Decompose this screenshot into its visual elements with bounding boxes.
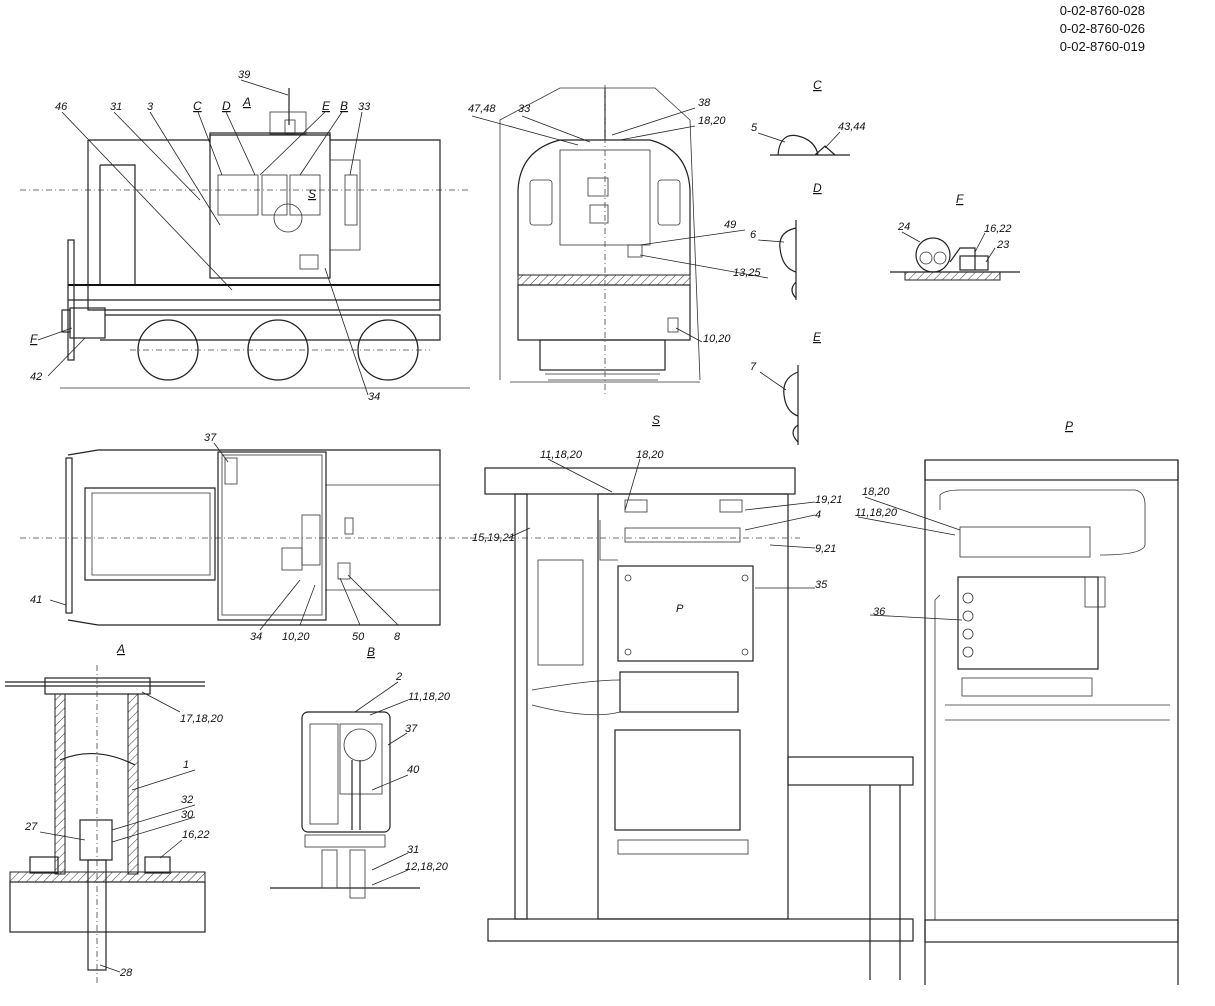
callout: 42 xyxy=(30,371,42,383)
document-number: 0-02-8760-028 xyxy=(1059,3,1145,18)
callout: 46 xyxy=(55,101,68,113)
callout: 13,25 xyxy=(733,267,761,279)
view-P: P 18,20 11,18,20 36 xyxy=(855,419,1179,985)
callout: 34 xyxy=(368,391,380,403)
callout: 33 xyxy=(518,103,531,115)
section-title: E xyxy=(813,330,822,344)
side-view xyxy=(20,88,470,389)
callout: 11,18,20 xyxy=(540,449,583,461)
callout: 33 xyxy=(358,101,371,113)
callout: 2 xyxy=(395,671,402,683)
callout: 24 xyxy=(897,221,910,233)
section-marker: S xyxy=(308,187,316,201)
section-title: A xyxy=(116,642,125,656)
callout: 38 xyxy=(698,97,711,109)
callout: 11,18,20 xyxy=(408,691,451,703)
callout: 7 xyxy=(750,361,757,373)
front-view xyxy=(499,85,701,395)
callout: 10,20 xyxy=(703,333,731,345)
callout: 17,18,20 xyxy=(180,713,224,725)
detail-D: D 6 xyxy=(750,181,822,300)
callout: 27 xyxy=(24,821,38,833)
document-number: 0-02-8760-019 xyxy=(1059,39,1145,54)
callout: 16,22 xyxy=(182,829,210,841)
callout: 12,18,20 xyxy=(405,861,449,873)
section-title: C xyxy=(813,78,822,92)
document-number: 0-02-8760-026 xyxy=(1059,21,1145,36)
callout: 3 xyxy=(147,101,154,113)
callout: 50 xyxy=(352,631,365,643)
section-marker: D xyxy=(222,99,231,113)
detail-F: F 24 16,22 23 xyxy=(890,192,1020,281)
plan-view: 37 41 34 10,20 50 8 B xyxy=(20,432,470,659)
callout: 5 xyxy=(751,122,758,134)
section-B: 2 11,18,20 37 40 31 12,18,20 xyxy=(270,671,451,899)
detail-C: C 5 43,44 xyxy=(751,78,866,156)
callout: P xyxy=(676,603,684,615)
callout: 16,22 xyxy=(984,223,1012,235)
view-S: S 11,18,20 18,20 19,21 4 15,19,21 9,21 xyxy=(470,413,914,980)
callout: 36 xyxy=(873,606,886,618)
callout: 28 xyxy=(119,967,133,979)
callout: 10,20 xyxy=(282,631,310,643)
callout: 35 xyxy=(815,579,828,591)
section-A: A 17,18,20 1 32 30 27 16,22 28 xyxy=(5,642,224,985)
callout: 8 xyxy=(394,631,401,643)
callout: 37 xyxy=(405,723,418,735)
callout: 1 xyxy=(183,759,189,771)
callout: 47,48 xyxy=(468,103,496,115)
callout: 18,20 xyxy=(698,115,726,127)
callout: 15,19,21 xyxy=(472,532,515,544)
section-marker: B xyxy=(367,645,375,659)
document-number-block: 0-02-8760-028 0-02-8760-026 0-02-8760-01… xyxy=(1060,2,1145,56)
section-marker: A xyxy=(242,95,251,109)
section-title: P xyxy=(1065,419,1073,433)
section-marker: E xyxy=(322,99,331,113)
section-title: F xyxy=(956,192,964,206)
callout: 31 xyxy=(407,844,419,856)
section-marker: B xyxy=(340,99,348,113)
callout: 11,18,20 xyxy=(855,507,898,519)
callout: 18,20 xyxy=(636,449,664,461)
callout: 31 xyxy=(110,101,122,113)
callout: 4 xyxy=(815,509,821,521)
section-title: D xyxy=(813,181,822,195)
callout: 19,21 xyxy=(815,494,843,506)
callout: 39 xyxy=(238,69,250,81)
detail-E: E 7 xyxy=(750,330,822,445)
callout: 9,21 xyxy=(815,543,836,555)
callout: 30 xyxy=(181,809,194,821)
callout: 41 xyxy=(30,594,42,606)
callout: 34 xyxy=(250,631,262,643)
side-view-callouts: 39 46 31 3 C D A E B 33 S F 42 34 xyxy=(30,69,380,403)
callout: 37 xyxy=(204,432,217,444)
callout: 23 xyxy=(996,239,1010,251)
front-view-callouts: 47,48 33 38 18,20 49 13,25 10,20 xyxy=(468,97,769,345)
callout: 32 xyxy=(181,794,193,806)
callout: 40 xyxy=(407,764,420,776)
callout: 43,44 xyxy=(838,121,866,133)
section-marker: C xyxy=(193,99,202,113)
section-marker: F xyxy=(30,332,38,346)
callout: 6 xyxy=(750,229,757,241)
section-title: S xyxy=(652,413,660,427)
callout: 18,20 xyxy=(862,486,890,498)
callout: 49 xyxy=(724,219,736,231)
